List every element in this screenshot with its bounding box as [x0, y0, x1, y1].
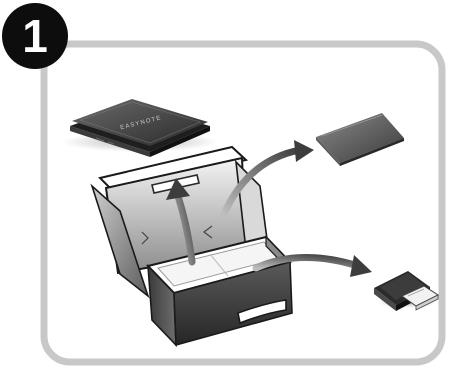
step-number-badge: 1 — [2, 3, 68, 69]
